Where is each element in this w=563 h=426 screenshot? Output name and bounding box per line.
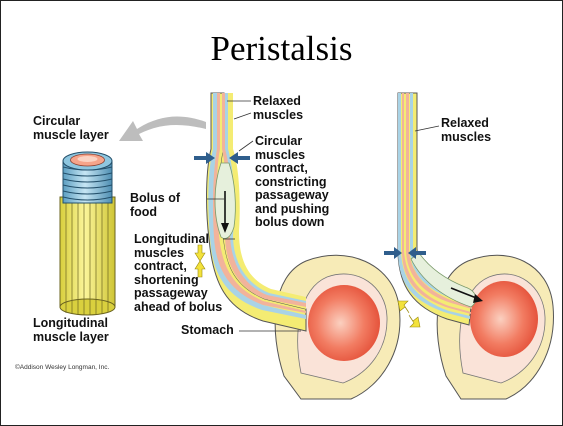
diag-arrow-down — [409, 315, 420, 327]
copyright-credit: ©Addison Wesley Longman, Inc. — [15, 364, 109, 371]
longitudinal-cylinder — [60, 197, 115, 307]
stomach-interior-2 — [470, 281, 538, 357]
label-circular-muscles-contract: Circular muscles contract, constricting … — [255, 135, 329, 230]
gray-pointer-arrow — [119, 117, 206, 141]
label-stomach: Stomach — [181, 324, 234, 338]
label-longitudinal-muscle-layer: Longitudinal muscle layer — [33, 317, 109, 344]
label-circular-muscle-layer: Circular muscle layer — [33, 115, 109, 142]
label-bolus-of-food: Bolus of food — [130, 192, 180, 219]
stomach-interior — [308, 285, 380, 361]
label-relaxed-muscles-2: Relaxed muscles — [441, 117, 491, 144]
label-relaxed-muscles-1: Relaxed muscles — [253, 95, 303, 122]
label-longitudinal-muscles-contract: Longitudinal muscles contract, shortenin… — [134, 233, 222, 314]
